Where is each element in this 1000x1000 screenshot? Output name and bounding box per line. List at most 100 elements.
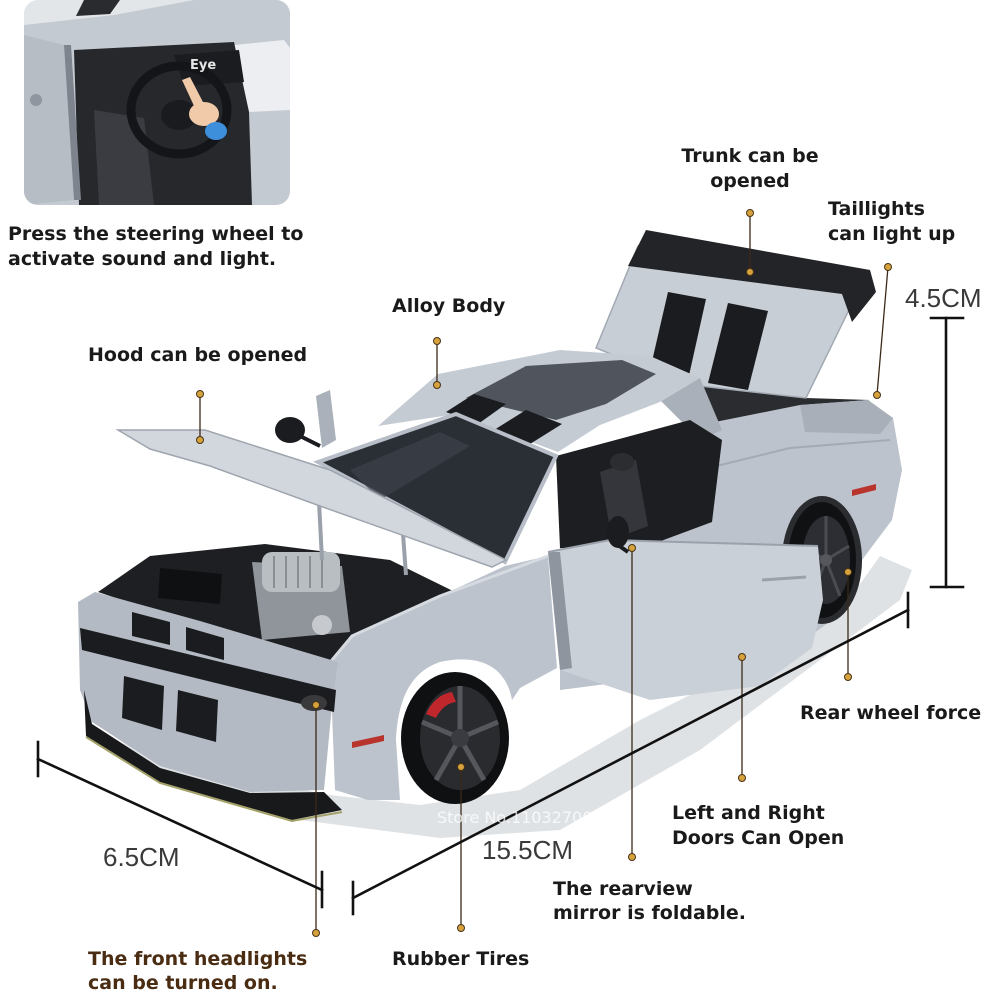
callout-dot — [738, 774, 746, 782]
callout-dot — [196, 390, 204, 398]
doors-label: Left and Right Doors Can Open — [672, 801, 844, 851]
height-dimension-line — [929, 316, 965, 589]
inset-door-emblem — [30, 94, 42, 106]
brake-caliper — [426, 692, 456, 718]
doors-label-line: Doors Can Open — [672, 827, 845, 849]
ground-shadow — [86, 556, 912, 838]
callout-dot — [433, 381, 441, 389]
sunroof — [466, 360, 656, 420]
inset-steering-wheel — [126, 61, 232, 159]
steering-wheel-inset-photo — [24, 0, 290, 205]
callout-doors — [738, 653, 746, 782]
callout-dot — [844, 568, 852, 576]
width-dimension-label: 6.5CM — [103, 842, 180, 872]
inset-dashboard — [174, 50, 244, 86]
alloy-body-label: Alloy Body — [392, 295, 506, 317]
callout-tires — [457, 763, 465, 932]
inset-roof-stripe — [76, 0, 120, 16]
callout-taillights — [873, 263, 892, 399]
callout-dot — [738, 653, 746, 661]
inset-caption: Press the steering wheel to activate sou… — [8, 222, 303, 272]
door-inner-edge — [548, 552, 572, 670]
length-dimension-line — [351, 591, 910, 916]
windshield-reflection — [350, 432, 470, 500]
callout-headlights — [312, 701, 320, 937]
callout-dot — [844, 673, 852, 681]
callout-mirror — [628, 544, 636, 861]
headlights-label-line: The front headlights — [88, 948, 308, 970]
rear-hub — [820, 554, 832, 566]
callout-dot — [628, 544, 636, 552]
engine-cap — [312, 615, 332, 635]
bumper-stripe-left — [122, 676, 164, 730]
mirror-label: The rearview mirror is foldable. — [553, 877, 746, 925]
rear-wheel-label: Rear wheel force — [800, 702, 982, 724]
door-mirror — [607, 516, 629, 548]
seat-headrest — [610, 453, 634, 471]
left-mirror — [275, 417, 305, 443]
callout-trunk — [746, 209, 754, 276]
bumper-stripe-right — [176, 690, 218, 742]
callout-dot — [312, 929, 320, 937]
trunk-label-line: opened — [710, 170, 790, 192]
front-fascia — [78, 592, 338, 792]
trunk-stripe-right — [708, 303, 768, 390]
callout-dot — [433, 337, 441, 345]
rear-side-marker — [852, 484, 876, 496]
taillights-label-line: can light up — [828, 223, 956, 245]
inset-window — [234, 40, 290, 112]
front-lip-stripe-right — [186, 627, 224, 660]
callout-dot — [312, 701, 320, 709]
inset-photo-label: Eye — [190, 58, 217, 73]
front-hub — [451, 729, 469, 747]
headlights-label-line: can be turned on. — [88, 972, 278, 994]
front-grille — [80, 628, 336, 712]
intake-ribs — [273, 556, 323, 588]
splitter-edge — [85, 736, 343, 823]
mirror-label-line: mirror is foldable. — [553, 902, 746, 924]
open-door — [548, 540, 823, 700]
battery — [158, 568, 222, 604]
height-dimension-label: 4.5CM — [905, 283, 982, 313]
callout-alloy-body — [433, 337, 441, 389]
inset-illustration — [24, 0, 290, 205]
inset-door-edge — [64, 45, 81, 200]
left-mirror-stalk — [299, 434, 321, 448]
inset-pointing-finger — [182, 77, 204, 108]
rear-spoiler — [628, 230, 876, 322]
trunk-label-line: Trunk can be — [681, 145, 819, 167]
fender-highlight — [330, 554, 549, 661]
inset-steering-hub — [161, 100, 197, 130]
callout-hood — [196, 390, 204, 444]
inset-hand — [189, 102, 219, 126]
far-side-door — [316, 390, 336, 448]
callout-dot — [457, 763, 465, 771]
hood — [115, 429, 508, 568]
doors-label-line: Left and Right — [672, 802, 825, 824]
callout-rear-wheel — [844, 568, 852, 681]
dimension-line — [36, 757, 324, 892]
rear-spoke — [824, 559, 842, 597]
door-handle — [761, 575, 807, 582]
engine-intake — [262, 552, 340, 592]
open-door-group — [547, 516, 823, 700]
front-fender — [330, 556, 557, 800]
callout-line — [876, 266, 889, 396]
callout-dot — [746, 268, 754, 276]
callout-dot — [628, 853, 636, 861]
front-lip-stripe-left — [132, 612, 170, 645]
callout-dot — [196, 436, 204, 444]
rear-deck — [800, 400, 893, 434]
taillights-label-line: Taillights — [828, 198, 925, 220]
caption-line: Press the steering wheel to — [8, 223, 304, 245]
front-wheel — [401, 672, 509, 804]
dimension-line — [351, 608, 910, 900]
inset-sleeve-cuff — [205, 122, 227, 140]
front-side-marker — [352, 735, 384, 748]
callout-dot — [873, 391, 881, 399]
width-dimension-line — [36, 740, 324, 909]
inset-open-door — [24, 35, 74, 205]
callout-dot — [457, 924, 465, 932]
